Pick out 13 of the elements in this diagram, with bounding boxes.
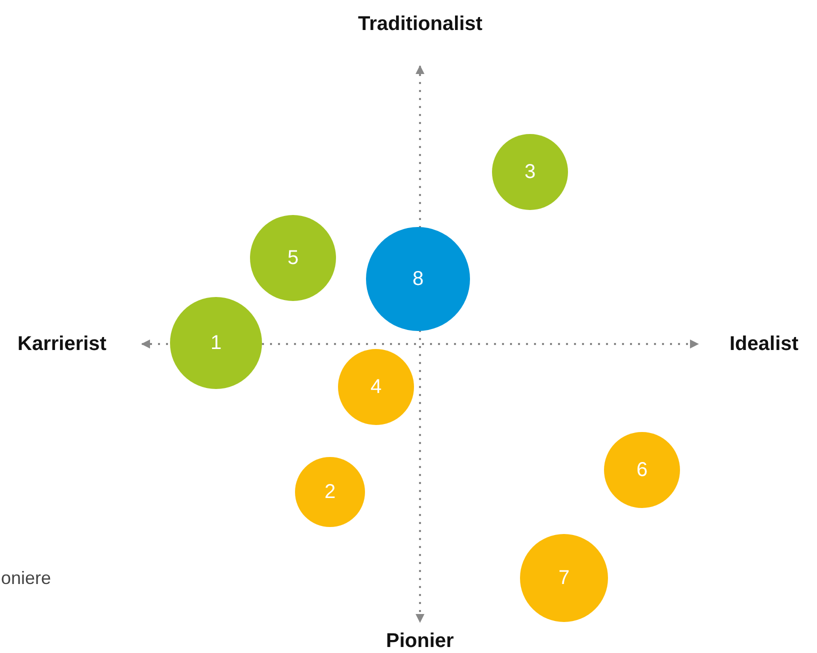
numbered-circle: 8 <box>366 227 470 331</box>
note-text: oniere <box>1 567 52 590</box>
numbered-circle: 1 <box>170 297 262 389</box>
numbered-circle: 4 <box>338 349 414 425</box>
numbered-circle: 3 <box>492 134 568 210</box>
axis-label: Pionier <box>386 629 454 653</box>
numbered-circle: 6 <box>604 432 680 508</box>
numbered-circle: 5 <box>250 215 336 301</box>
axis-label: Traditionalist <box>358 12 482 36</box>
numbered-circle: 2 <box>295 457 365 527</box>
axis-label: Idealist <box>730 332 798 356</box>
numbered-circle: 7 <box>520 534 608 622</box>
axis-label: Karrierist <box>18 332 106 356</box>
